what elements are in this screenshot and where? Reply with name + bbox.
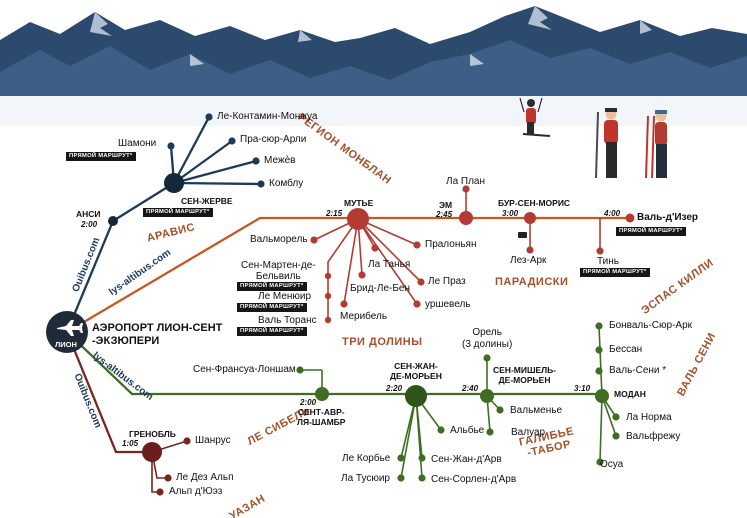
station-valmorel: Вальморель	[250, 234, 308, 245]
region-paradiski: ПАРАДИСКИ	[495, 276, 569, 288]
node-aime	[459, 211, 473, 225]
funicular-icon	[518, 232, 527, 238]
station-la-toussuire: Ла Тусюир	[341, 473, 390, 484]
airport-icon-label: ЛИОН	[55, 340, 77, 349]
badge-st-martin: ПРЯМОЙ МАРШРУТ*	[237, 282, 307, 291]
node-bourg	[524, 212, 536, 224]
station-la-plagne: Ла План	[446, 176, 486, 187]
route-maurienne	[66, 325, 617, 479]
hub-valdisere-name: Валь-д'Изер	[637, 212, 699, 223]
hub-modane-name: МОДАН	[614, 389, 646, 399]
station-st-jean-arves: Сен-Жан-д'Арв	[431, 454, 502, 465]
station-les-2-alpes: Ле Дез Альп	[176, 472, 234, 483]
airport-title-line2: -ЭКЗЮПЕРИ	[92, 334, 160, 347]
station-pralognan: Пралоньян	[425, 239, 477, 250]
node-chambery	[315, 387, 329, 401]
skiers-illustration	[519, 97, 667, 179]
station-albiez: Альбье	[450, 425, 485, 436]
station-valfrejus: Вальфрежу	[626, 431, 681, 442]
hub-valdisere-time: 4:00	[604, 209, 621, 218]
station-contamines: Ле-Контамин-Монжуа	[217, 111, 318, 122]
hub-grenoble-time: 1:05	[122, 439, 139, 448]
airport-title: АЭРОПОРТ ЛИОН-СЕНТ -ЭКЗЮПЕРИ	[92, 322, 222, 347]
region-tri-doliny: ТРИ ДОЛИНЫ	[342, 336, 423, 348]
station-le-praz: Ле Праз	[428, 276, 466, 287]
hub-bourg-time: 3:00	[502, 209, 519, 218]
badge-saint-gervais: ПРЯМОЙ МАРШРУТ*	[143, 208, 213, 217]
hub-modane-time: 3:10	[574, 384, 591, 393]
station-megeve: Межѐв	[264, 155, 296, 166]
station-val-thorens: Валь Торанс	[258, 315, 317, 326]
node-lyon-airport	[46, 311, 88, 353]
station-val-cenis: Валь-Сени *	[609, 365, 667, 376]
airport-title-line1: АЭРОПОРТ ЛИОН-СЕНТ	[92, 322, 223, 334]
mountain-banner	[0, 6, 747, 126]
node-valdisere	[625, 213, 635, 223]
hub-saint-gervais-name: СЕН-ЖЕРВЕ	[181, 196, 233, 206]
station-la-tania: Ла Танья	[368, 259, 411, 270]
station-valmeinier: Вальменье	[510, 405, 563, 416]
hub-st-jean-name: СЕН-ЖАН- ДЕ-МОРЬЕН	[390, 361, 442, 381]
node-saint-gervais	[164, 173, 184, 193]
station-praz: Пра-сюр-Арли	[240, 134, 307, 145]
badge-tignes: ПРЯМОЙ МАРШРУТ*	[580, 268, 650, 277]
station-tignes: Тинь	[597, 256, 619, 267]
station-combloux: Комблу	[269, 178, 304, 189]
station-chamonix: Шамони	[118, 138, 157, 149]
snow-field	[0, 96, 747, 126]
station-nodes	[46, 113, 635, 496]
hub-aime-name: ЭМ	[439, 200, 453, 210]
station-orelle: Орель (3 долины)	[462, 327, 513, 350]
station-bessans: Бессан	[609, 344, 643, 355]
route-tarentaise	[66, 189, 632, 333]
station-chamrousse: Шанрус	[195, 435, 231, 446]
node-st-jean	[405, 385, 427, 407]
station-courchevel: уршевель	[425, 299, 471, 310]
hub-moutiers-name: МУТЬЕ	[344, 198, 374, 208]
station-alpe-huez: Альп д'Юэз	[169, 486, 223, 497]
node-moutiers	[347, 208, 369, 230]
hub-ansi-name: АНСИ	[76, 209, 101, 219]
station-le-corbier: Ле Корбье	[342, 453, 391, 464]
node-st-michel	[480, 389, 494, 403]
node-annecy	[108, 216, 118, 226]
station-st-martin: Сен-Мартен-де- Бельвиль	[241, 260, 316, 282]
hub-chambery-time: 2:00	[300, 398, 317, 407]
badge-chamonix: ПРЯМОЙ МАРШРУТ*	[66, 152, 136, 161]
node-modane	[595, 389, 609, 403]
station-les-arcs: Лез-Арк	[510, 255, 547, 266]
station-la-norma: Ла Норма	[626, 412, 672, 423]
airplane-icon	[57, 320, 83, 336]
station-aussois: Осуа	[600, 459, 624, 470]
badge-val-thorens: ПРЯМОЙ МАРШРУТ*	[237, 327, 307, 336]
hub-st-michel-time: 2:40	[462, 384, 479, 393]
hub-chambery-name: СЕНТ-АВР- ЛЯ-ШАМБР	[297, 407, 346, 427]
hub-moutiers-time: 2:15	[326, 209, 343, 218]
badge-valdisere: ПРЯМОЙ МАРШРУТ*	[616, 227, 686, 236]
badge-menuires: ПРЯМОЙ МАРШРУТ*	[237, 303, 307, 312]
station-st-francois: Сен-Франсуа-Лоншам	[193, 364, 296, 375]
station-valloire: Валуар	[511, 427, 546, 438]
hub-grenoble-name: ГРЕНОБЛЬ	[129, 429, 176, 439]
hub-aime-time: 2:45	[436, 210, 453, 219]
hub-st-michel-name: СЕН-МИШЕЛЬ- ДЕ-МОРЬЕН	[493, 365, 557, 385]
station-bonneval: Бонваль-Сюр-Арк	[609, 320, 693, 331]
station-brides: Брид-Ле-Бен	[350, 283, 410, 294]
hub-st-jean-time: 2:20	[386, 384, 403, 393]
node-grenoble	[142, 442, 162, 462]
station-meribel: Мерибель	[340, 311, 388, 322]
station-menuires: Ле Менюир	[258, 291, 312, 302]
station-st-sorlin: Сен-Сорлен-д'Арв	[431, 474, 517, 485]
hub-ansi-time: 2:00	[81, 220, 98, 229]
hub-bourg-name: БУР-СЕН-МОРИС	[498, 198, 571, 208]
